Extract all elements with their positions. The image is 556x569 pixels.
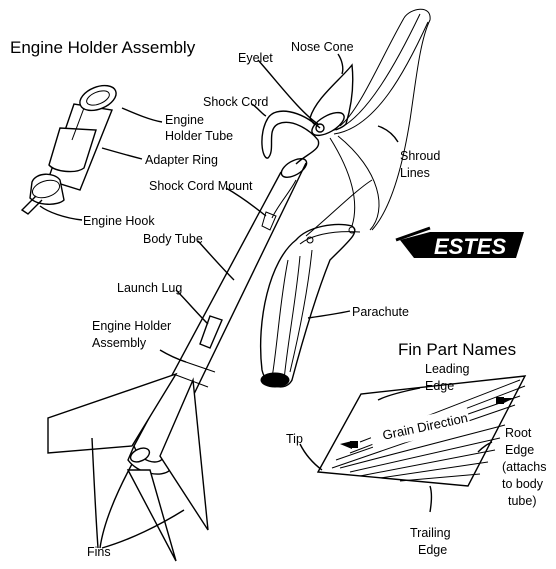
shock-cord-drawing — [261, 110, 321, 165]
label-root-edge-line4: to body — [502, 477, 544, 491]
label-root-edge-line1: Root — [505, 426, 532, 440]
label-engine-hook: Engine Hook — [83, 214, 155, 228]
fin-part-diagram: Grain Direction — [316, 375, 527, 487]
label-shroud-lines-line1: Shroud — [400, 149, 440, 163]
label-leading-edge-line2: Edge — [425, 379, 454, 393]
fins-drawing — [47, 372, 209, 562]
label-engine-holder-assembly-line1: Engine Holder — [92, 319, 171, 333]
label-leading-edge-line1: Leading — [425, 362, 470, 376]
label-engine-holder-assembly-line2: Assembly — [92, 336, 147, 350]
label-eyelet: Eyelet — [238, 51, 273, 65]
label-root-edge-line5: tube) — [508, 494, 537, 508]
label-shroud-lines-line2: Lines — [400, 166, 430, 180]
label-trailing-edge-line2: Edge — [418, 543, 447, 557]
callout-labels: Eyelet Nose Cone Shock Cord Engine Holde… — [83, 40, 546, 559]
estes-logo-text: ESTES — [434, 234, 506, 259]
leader-lines — [39, 53, 493, 549]
label-trailing-edge-line1: Trailing — [410, 526, 451, 540]
label-nose-cone: Nose Cone — [291, 40, 354, 54]
label-adapter-ring: Adapter Ring — [145, 153, 218, 167]
label-parachute: Parachute — [352, 305, 409, 319]
label-body-tube: Body Tube — [143, 232, 203, 246]
label-shock-cord: Shock Cord — [203, 95, 268, 109]
label-root-edge-line2: Edge — [505, 443, 534, 457]
label-root-edge-line3: (attachs — [502, 460, 546, 474]
parachute-drawing — [259, 8, 431, 388]
label-tip: Tip — [286, 432, 303, 446]
heading-engine-holder-assembly: Engine Holder Assembly — [10, 38, 196, 57]
label-fins: Fins — [87, 545, 111, 559]
label-engine-holder-tube-line1: Engine — [165, 113, 204, 127]
estes-logo: ESTES — [395, 226, 524, 259]
label-engine-holder-tube-line2: Holder Tube — [165, 129, 233, 143]
label-launch-lug: Launch Lug — [117, 281, 182, 295]
heading-fin-part-names: Fin Part Names — [398, 340, 516, 359]
label-shock-cord-mount: Shock Cord Mount — [149, 179, 253, 193]
engine-holder-tube-drawing — [20, 84, 117, 215]
nose-cone-drawing — [309, 63, 354, 137]
